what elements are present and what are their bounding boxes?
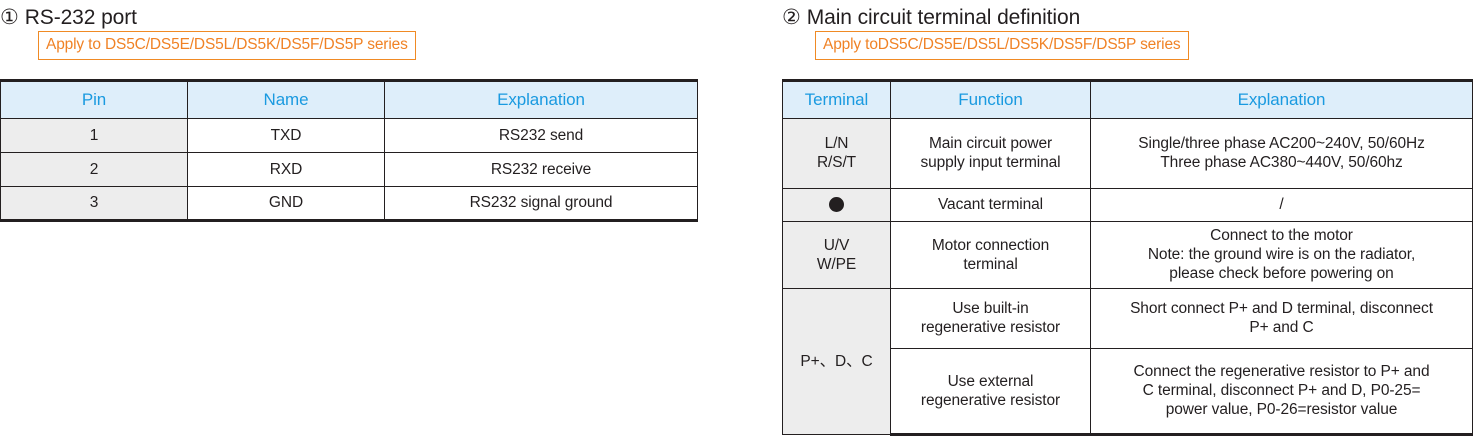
cell-function: Main circuit power supply input terminal <box>890 117 1091 189</box>
section-heading-rs232: ① RS-232 port <box>0 0 760 31</box>
rs232-pin-table: Pin Name Explanation 1 TXD RS232 send 2 … <box>0 78 698 222</box>
cell-name: RXD <box>187 151 385 187</box>
explanation-line-2: Three phase AC380~440V, 50/60hz <box>1160 154 1403 171</box>
cell-name: GND <box>187 185 385 222</box>
table-row: 3 GND RS232 signal ground <box>0 185 698 222</box>
column-header-explanation: Explanation <box>1090 78 1473 119</box>
function-line-2: regenerative resistor <box>920 319 1061 336</box>
cell-pin: 2 <box>0 151 188 187</box>
table-row: P+、D、C Use built-in regenerative resisto… <box>782 287 1473 435</box>
table-row: Vacant terminal / <box>782 187 1473 222</box>
explanation-line-2: C terminal, disconnect P+ and D, P0-25= <box>1142 382 1421 399</box>
table-row: U/V W/PE Motor connection terminal Conne… <box>782 220 1473 289</box>
column-header-function: Function <box>890 78 1091 119</box>
table-row: L/N R/S/T Main circuit power supply inpu… <box>782 117 1473 189</box>
cell-explanation: RS232 receive <box>384 151 698 187</box>
column-header-name: Name <box>187 78 385 119</box>
cell-explanation: RS232 signal ground <box>384 185 698 222</box>
table-header-row: Terminal Function Explanation <box>782 78 1473 119</box>
cell-terminal: P+、D、C <box>782 287 891 435</box>
cell-function: Use external regenerative resistor <box>890 347 1091 436</box>
explanation-line-1: Single/three phase AC200~240V, 50/60Hz <box>1138 135 1425 152</box>
column-header-terminal: Terminal <box>782 78 891 119</box>
terminal-line-1: U/V <box>823 236 850 254</box>
cell-function: Use built-in regenerative resistor <box>890 287 1091 349</box>
function-line-2: regenerative resistor <box>920 391 1061 409</box>
page-title: Main circuit terminal definition <box>806 6 1081 29</box>
cell-explanation: Short connect P+ and D terminal, disconn… <box>1090 287 1473 349</box>
explanation-line-3: please check before powering on <box>1169 265 1394 282</box>
cell-function: Vacant terminal <box>890 187 1091 222</box>
explanation-line-1: Connect to the motor <box>1210 227 1353 244</box>
cell-explanation: / <box>1090 187 1473 222</box>
section-number-icon: ① <box>0 6 19 29</box>
page-title: RS-232 port <box>24 6 137 29</box>
column-header-pin: Pin <box>0 78 188 119</box>
cell-name: TXD <box>187 117 385 153</box>
explanation-line-3: power value, P0-26=resistor value <box>1165 401 1398 418</box>
function-line-1: Use built-in <box>952 300 1029 317</box>
cell-explanation: Connect the regenerative resistor to P+ … <box>1090 347 1473 436</box>
function-line-1: Main circuit power <box>928 135 1053 152</box>
section-heading-main-circuit: ② Main circuit terminal definition <box>782 0 1480 31</box>
cell-explanation: RS232 send <box>384 117 698 153</box>
table-row: Use external regenerative resistor Conne… <box>783 347 1473 436</box>
cell-function: Motor connection terminal <box>890 220 1091 289</box>
cell-explanation: Single/three phase AC200~240V, 50/60Hz T… <box>1090 117 1473 189</box>
table-header-row: Pin Name Explanation <box>0 78 698 119</box>
explanation-line-2: Note: the ground wire is on the radiator… <box>1147 246 1416 263</box>
section-rs232-port: ① RS-232 port Apply to DS5C/DS5E/DS5L/DS… <box>0 0 760 222</box>
main-circuit-terminal-table: Terminal Function Explanation L/N R/S/T … <box>782 78 1473 436</box>
function-line-1: Vacant terminal <box>937 196 1044 213</box>
function-line-2: supply input terminal <box>920 154 1061 171</box>
cell-terminal: L/N R/S/T <box>782 117 891 189</box>
cell-pin: 1 <box>0 117 188 153</box>
cell-explanation: Connect to the motor Note: the ground wi… <box>1090 220 1473 289</box>
cell-terminal: U/V W/PE <box>782 220 891 289</box>
cell-terminal <box>782 187 891 222</box>
section-number-icon: ② <box>782 6 801 29</box>
explanation-line-1: / <box>1279 196 1284 213</box>
function-line-1: Use external <box>947 372 1034 390</box>
column-header-explanation: Explanation <box>384 78 698 119</box>
cell-pin: 3 <box>0 185 188 222</box>
terminal-line-1: L/N <box>824 135 849 152</box>
function-line-2: terminal <box>963 255 1018 273</box>
section-main-circuit-terminal: ② Main circuit terminal definition Apply… <box>782 0 1480 436</box>
terminal-line-2: R/S/T <box>816 154 857 171</box>
apply-note-badge-main-circuit: Apply toDS5C/DS5E/DS5L/DS5K/DS5F/DS5P se… <box>815 31 1189 60</box>
explanation-line-1: Short connect P+ and D terminal, disconn… <box>1130 300 1433 317</box>
terminal-line-2: W/PE <box>816 255 857 273</box>
table-row: 1 TXD RS232 send <box>0 117 698 153</box>
apply-note-badge-rs232: Apply to DS5C/DS5E/DS5L/DS5K/DS5F/DS5P s… <box>38 31 416 60</box>
apply-note-wrap-rs232: Apply to DS5C/DS5E/DS5L/DS5K/DS5F/DS5P s… <box>0 31 760 60</box>
explanation-line-1: Connect the regenerative resistor to P+ … <box>1133 363 1430 380</box>
filled-circle-icon <box>829 197 844 213</box>
explanation-line-2: P+ and C <box>1249 319 1314 336</box>
table-row: 2 RXD RS232 receive <box>0 151 698 187</box>
function-line-1: Motor connection <box>931 236 1050 254</box>
apply-note-wrap-main-circuit: Apply toDS5C/DS5E/DS5L/DS5K/DS5F/DS5P se… <box>782 31 1480 60</box>
